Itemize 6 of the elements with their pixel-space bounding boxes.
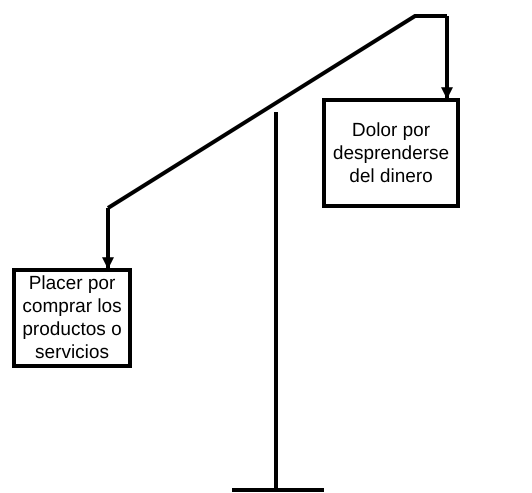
arrow [441, 16, 453, 100]
text-box [12, 268, 132, 368]
box-text: Placer por comprar los productos o servicios [21, 272, 123, 364]
arrow [102, 208, 114, 270]
text-box [322, 98, 460, 208]
box-text: Dolor por desprenderse del dinero [332, 118, 450, 188]
